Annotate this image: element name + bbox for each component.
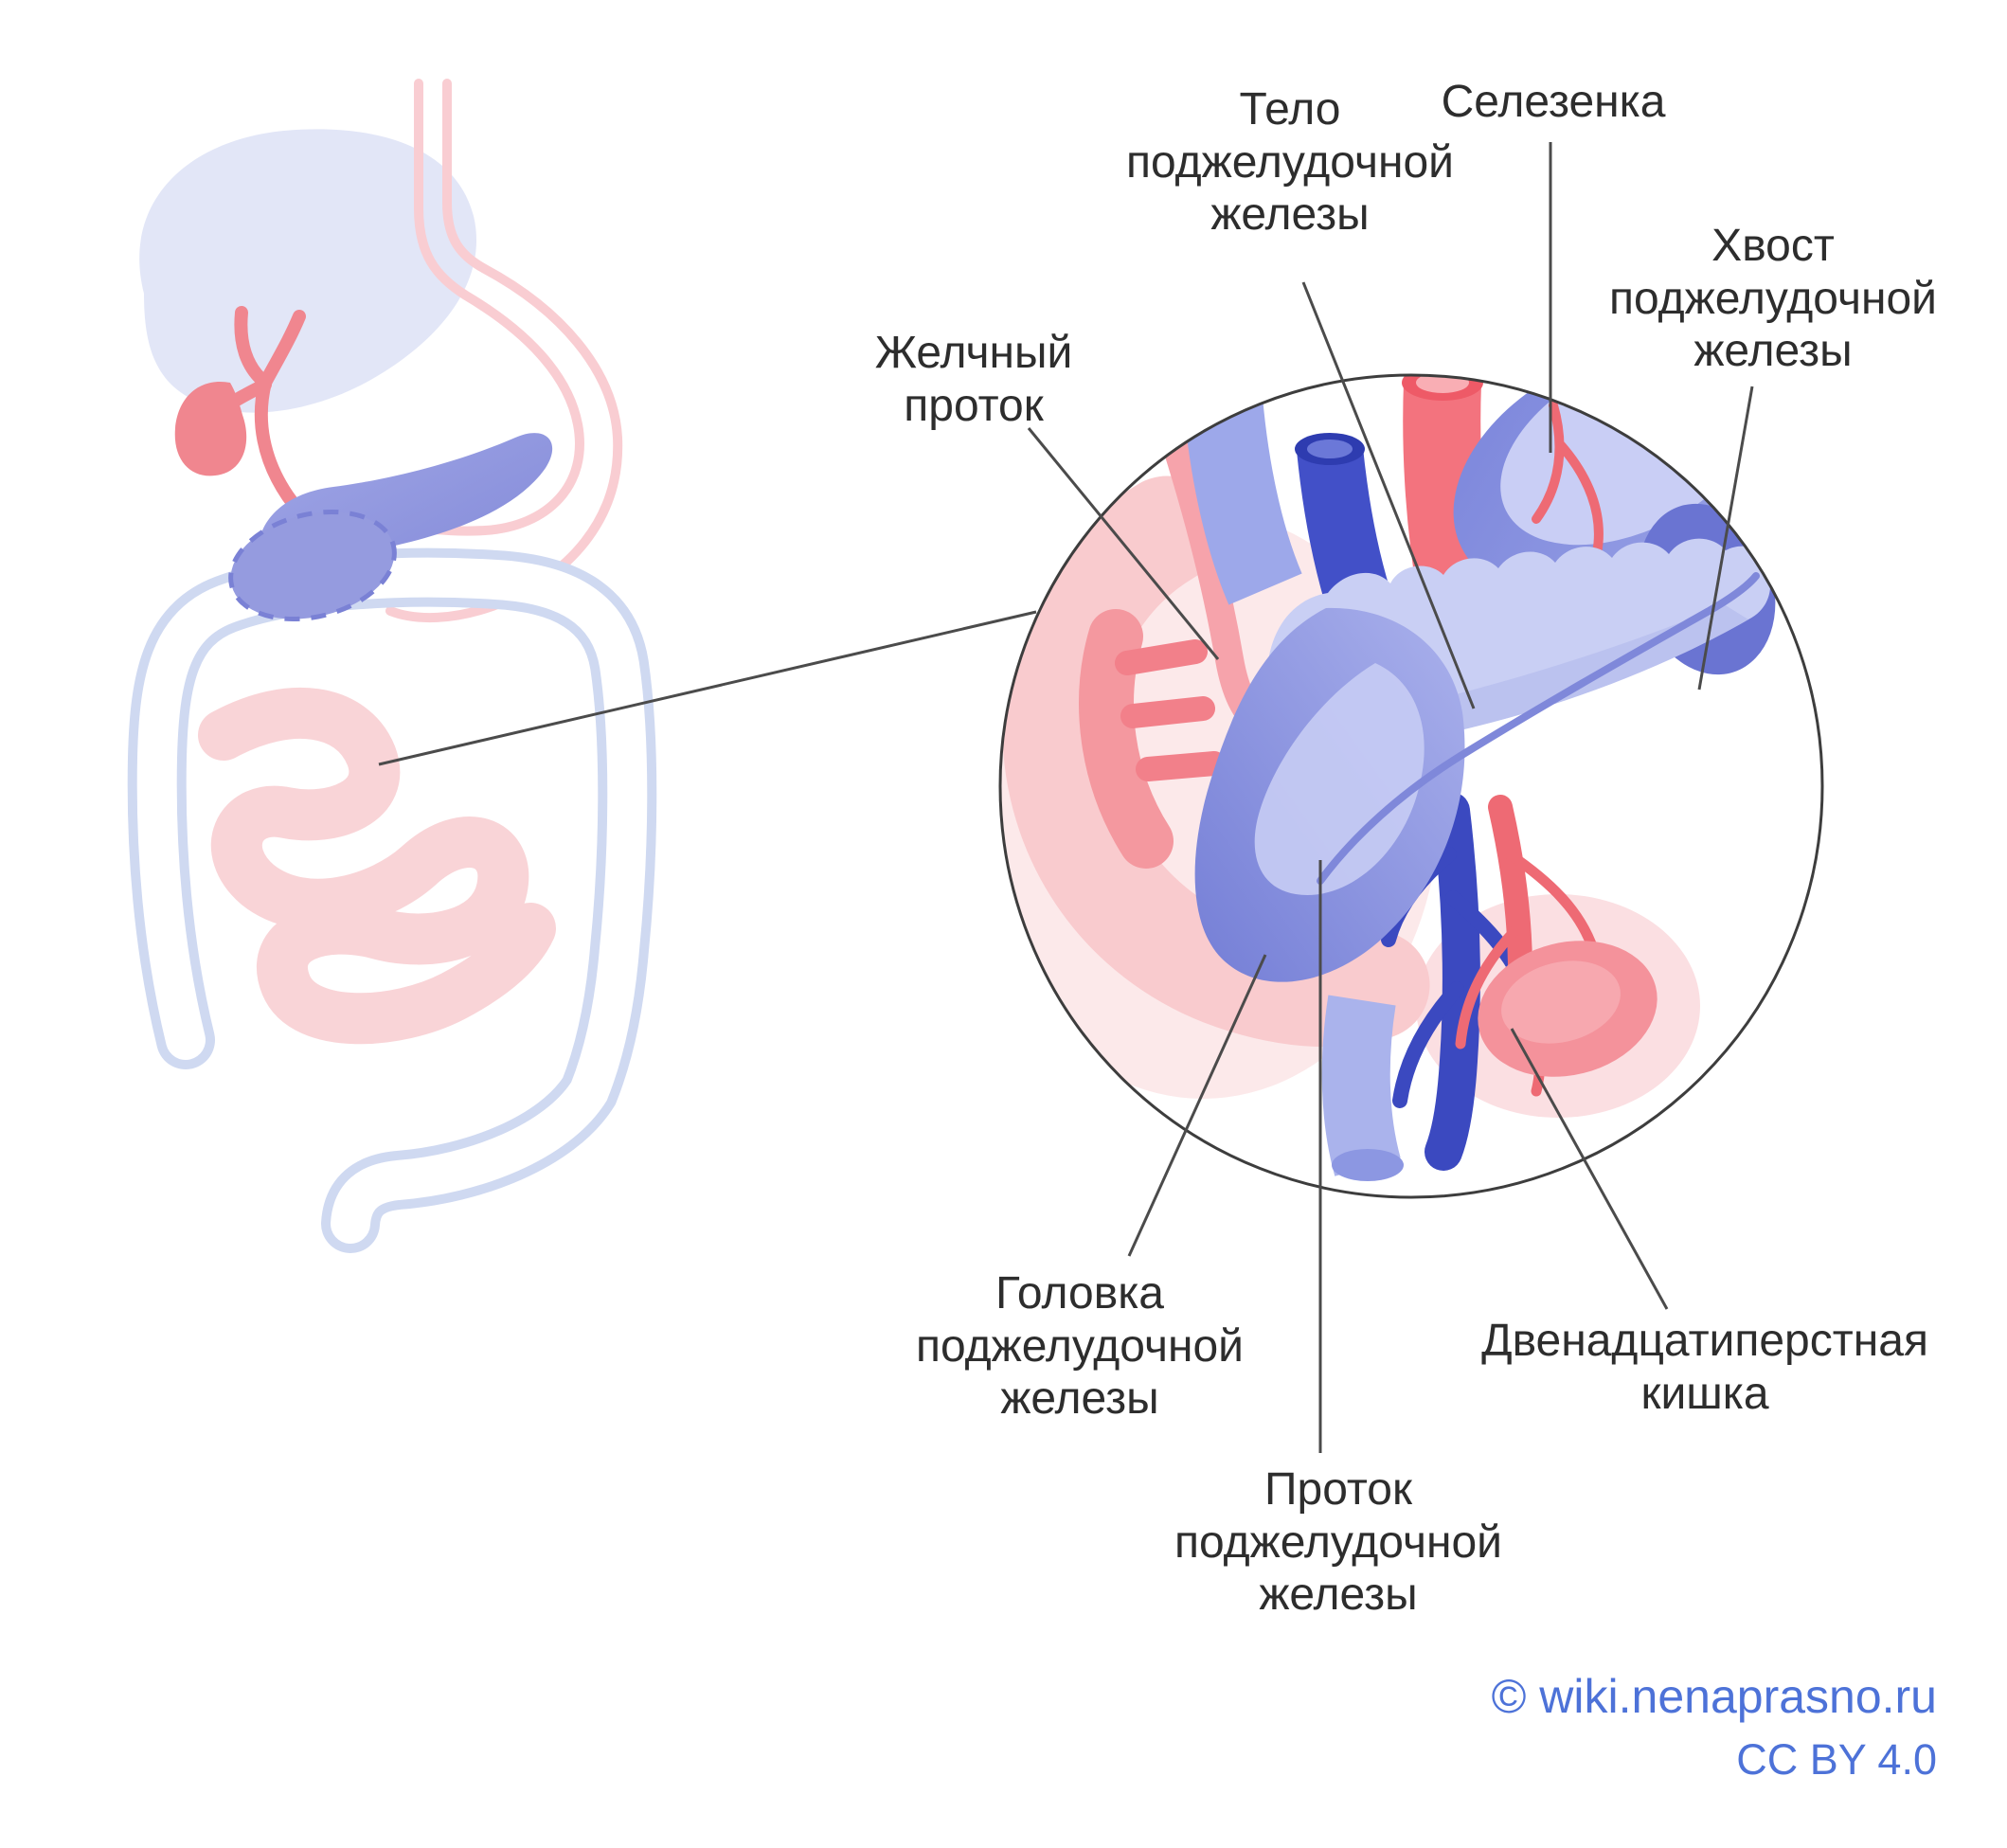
label-duodenum: Двенадцатиперстная кишка [1481,1316,1928,1419]
attribution-block: © wiki.nenaprasno.ru CC BY 4.0 [1492,1669,1937,1785]
pancreas-overview-head [228,509,397,622]
label-pancreas-head: Головка поджелудочной железы [916,1268,1244,1425]
license-text: CC BY 4.0 [1736,1735,1937,1784]
attribution-text: © wiki.nenaprasno.ru [1491,1670,1937,1723]
duodenal-folds [1115,639,1227,781]
pancreatic-duct-line [1317,572,1760,885]
mesenteric-vein-rim [1332,1149,1404,1181]
esophagus-outline [385,79,623,623]
pancreas-head-highlight [1254,663,1425,895]
label-pancreatic-duct: Проток поджелудочной железы [1174,1464,1502,1621]
small-intestine [198,687,556,1045]
detail-contents [1000,375,1776,1181]
duodenum-section-inner [1501,960,1621,1044]
label-pancreas-tail: Хвост поджелудочной железы [1609,221,1937,377]
magnifier-line [378,610,1037,766]
label-bile-duct: Желчный проток [874,328,1073,431]
splenic-vein-lumen [1193,375,1250,398]
mesenteric-vein [1321,995,1401,1176]
leader-pancreas-tail [1697,386,1754,691]
label-pancreas-body: Тело поджелудочной железы [1126,84,1454,241]
leader-pancreas-body [1301,281,1476,709]
splenic-hilum-vessels [1532,401,1645,622]
digestive-system-overview [127,79,1037,1253]
liver-shape [139,129,477,413]
pancreas-detail-view [998,373,1824,1199]
duodenum-inner-shade [1079,609,1174,869]
gallbladder [174,381,247,476]
splenic-artery [1403,381,1496,602]
detail-circle [998,373,1824,1199]
leader-duodenum [1510,1028,1669,1310]
colon-outline-inner [136,557,648,1244]
bile-ducts [230,306,338,543]
label-spleen: Селезенка [1441,77,1666,127]
duodenum-loop [1002,475,1430,1048]
mesenteric-vessels [1321,792,1599,1181]
portal-vein-lumen [1307,440,1353,458]
leader-bile-duct [1027,427,1220,660]
splenic-vein-rim [1180,375,1263,405]
duodenum-cross-section [1478,941,1658,1077]
leader-lines [1027,142,1754,1453]
leader-pancreas-head [1127,954,1267,1257]
